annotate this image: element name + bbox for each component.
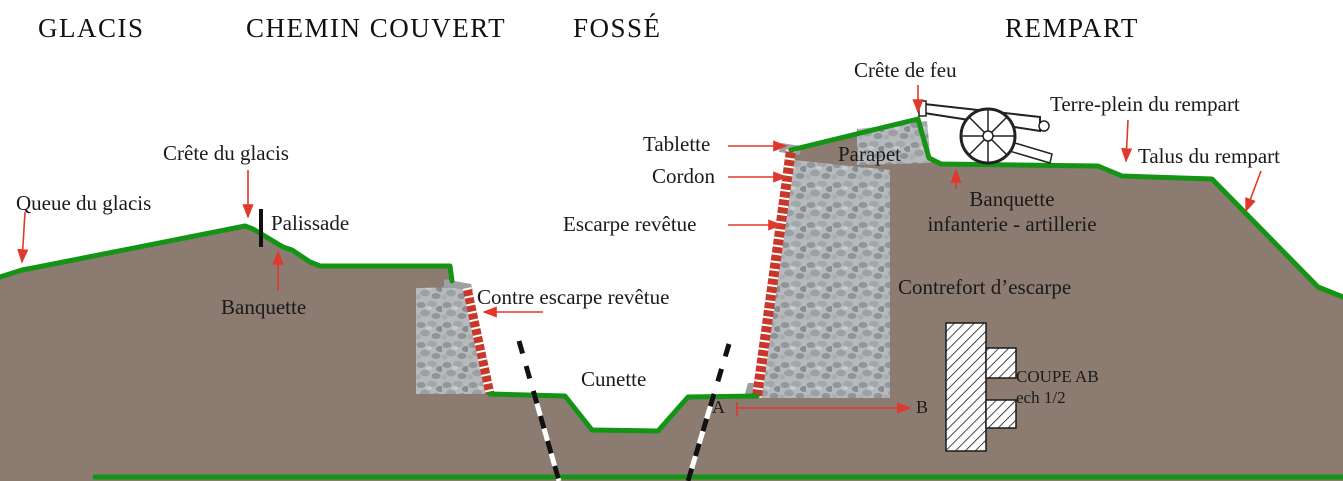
cannon-icon	[918, 100, 1053, 165]
header-fosse: FOSSÉ	[573, 13, 662, 43]
earth-terrain	[0, 119, 1343, 481]
coupe-scale: ech 1/2	[1016, 388, 1066, 407]
label-queue-du-glacis: Queue du glacis	[16, 191, 152, 215]
leader-arrows	[17, 85, 1262, 318]
label-crete-de-feu: Crête de feu	[854, 58, 957, 82]
label-banquette: Banquette	[221, 295, 307, 319]
escarp-wall	[758, 160, 890, 398]
label-banquette-infanterie-line2: infanterie - artillerie	[927, 212, 1097, 236]
label-cordon: Cordon	[652, 164, 715, 188]
section-line-ab	[736, 402, 912, 416]
header-glacis: GLACIS	[38, 13, 145, 43]
striped-range-poles	[516, 340, 732, 481]
escarp-brick-face	[752, 149, 796, 398]
coupe-ab-section-drawing	[945, 322, 1017, 452]
label-contre-escarpe: Contre escarpe revêtue	[477, 285, 670, 309]
label-tablette: Tablette	[643, 132, 711, 156]
grass-surface	[0, 116, 1343, 480]
label-contrefort-descarpe: Contrefort d’escarpe	[898, 275, 1072, 299]
coupe-title: COUPE AB	[1016, 367, 1099, 386]
label-parapet: Parapet	[838, 142, 901, 166]
header-chemin-couvert: CHEMIN COUVERT	[246, 13, 507, 43]
label-talus-du-rempart: Talus du rempart	[1138, 144, 1280, 168]
label-crete-du-glacis: Crête du glacis	[163, 141, 289, 165]
label-palissade: Palissade	[271, 211, 350, 235]
section-point-b: B	[916, 397, 929, 417]
label-terre-plein: Terre-plein du rempart	[1050, 92, 1240, 116]
section-point-a: A	[712, 397, 725, 417]
label-coupe-ab: COUPE AB ech 1/2	[1016, 366, 1099, 408]
label-escarpe-revetue: Escarpe revêtue	[563, 212, 697, 236]
counterscarp-brick-face	[462, 287, 495, 395]
header-rempart: REMPART	[1005, 13, 1139, 43]
label-banquette-infanterie: Banquette infanterie - artillerie	[902, 187, 1122, 237]
palisade-post	[259, 209, 263, 247]
label-cunette: Cunette	[581, 367, 647, 391]
label-banquette-infanterie-line1: Banquette	[969, 187, 1055, 211]
parapet-stone	[857, 121, 931, 165]
